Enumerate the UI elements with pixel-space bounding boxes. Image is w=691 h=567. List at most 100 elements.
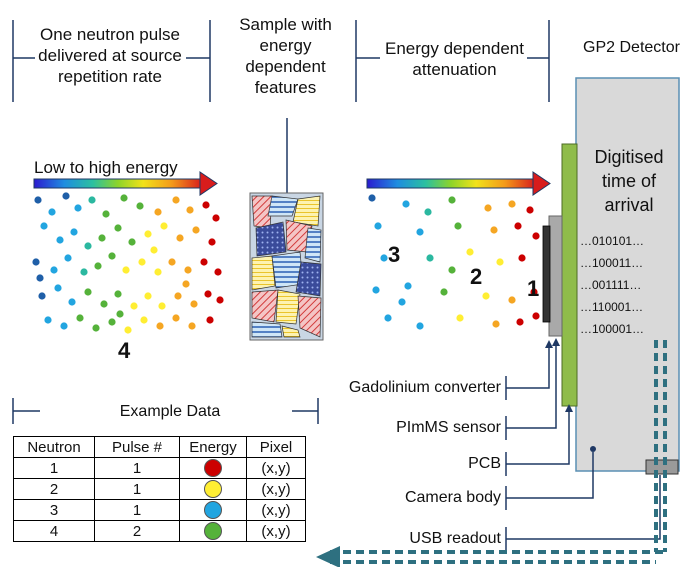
neutron-dot (184, 266, 192, 274)
energy-color-dot (204, 459, 222, 478)
col-neutron: Neutron (13, 436, 95, 458)
neutron-dot (108, 318, 116, 326)
neutron-dot (516, 318, 524, 326)
neutron-dot (492, 320, 500, 328)
component-leaders (505, 338, 661, 551)
neutron-dot (122, 266, 130, 274)
header-brackets (12, 20, 550, 193)
neutron-dot (54, 284, 62, 292)
neutron-dot (56, 236, 64, 244)
neutron-dot (144, 230, 152, 238)
neutron-dot (526, 206, 534, 214)
neutron-dot (34, 196, 42, 204)
cell-neutron: 1 (13, 457, 95, 479)
cell-energy (179, 520, 247, 542)
neutron-dot (214, 268, 222, 276)
neutron-dot (530, 288, 538, 296)
neutron-dot (84, 242, 92, 250)
neutron-dot (216, 296, 224, 304)
neutron-dot (92, 324, 100, 332)
neutron-dot (114, 290, 122, 298)
binary-code-line: …110001… (580, 300, 644, 314)
neutron-dot (60, 322, 68, 330)
binary-code-line: …010101… (580, 234, 645, 248)
col-energy: Energy (179, 436, 247, 458)
neutron-dot (150, 246, 158, 254)
energy-color-dot (204, 522, 222, 541)
neutron-dot (466, 248, 474, 256)
neutron-dot (168, 258, 176, 266)
data-arrowhead (316, 546, 340, 567)
neutron-dot (68, 298, 76, 306)
energy-color-dot (204, 480, 222, 499)
neutron-dot (448, 196, 456, 204)
neutron-dot (416, 322, 424, 330)
label-usb: USB readout (409, 530, 501, 547)
neutron-cloud-right (368, 194, 540, 330)
neutron-dot (496, 258, 504, 266)
neutron-dot (398, 298, 406, 306)
cell-pixel: (x,y) (246, 520, 306, 542)
neutron-dot (192, 226, 200, 234)
cell-pulse: 2 (94, 520, 180, 542)
neutron-dot (182, 280, 190, 288)
neutron-dot (424, 208, 432, 216)
cell-energy (179, 457, 247, 479)
neutron-dot (204, 290, 212, 298)
neutron-dot (130, 302, 138, 310)
neutron-dot (206, 316, 214, 324)
neutron-dot (102, 210, 110, 218)
detector-title: Digitised time of arrival (594, 147, 664, 215)
cell-pixel: (x,y) (246, 499, 306, 521)
cell-neutron: 3 (13, 499, 95, 521)
neutron-dot (174, 292, 182, 300)
label-plmms: PImMS sensor (396, 419, 501, 436)
col-pixel: Pixel (246, 436, 306, 458)
neutron-dot (448, 266, 456, 274)
neutron-dot (44, 316, 52, 324)
neutron-dot (70, 228, 78, 236)
neutron-dot (176, 234, 184, 242)
cell-pulse: 1 (94, 499, 180, 521)
cell-pulse: 1 (94, 457, 180, 479)
neutron-dot (48, 208, 56, 216)
header-sample: Sample with energy dependent features (239, 15, 332, 97)
neutron-dot (160, 222, 168, 230)
neutron-dot (100, 300, 108, 308)
neutron-dot (172, 196, 180, 204)
col-pulse: Pulse # (94, 436, 180, 458)
neutron-dot (108, 252, 116, 260)
data-dash-lines (330, 340, 667, 564)
neutron-dot (84, 288, 92, 296)
neutron-dot (156, 322, 164, 330)
binary-code-line: …100011… (580, 256, 644, 270)
neutron-dot (136, 202, 144, 210)
neutron-dot (518, 254, 526, 262)
cell-energy (179, 478, 247, 500)
neutron-dot (94, 262, 102, 270)
cell-neutron: 2 (13, 478, 95, 500)
neutron-dot (490, 226, 498, 234)
energy-arrow-left (33, 171, 218, 196)
neutron-dot (368, 194, 376, 202)
neutron-dot (40, 222, 48, 230)
neutron-dot (402, 200, 410, 208)
neutron-dot (404, 282, 412, 290)
neutron-number-2: 2 (470, 264, 483, 289)
example-bracket (12, 398, 319, 424)
neutron-dot (76, 314, 84, 322)
label-camera: Camera body (404, 489, 501, 506)
detector-stack (542, 77, 680, 475)
neutron-dot (88, 196, 96, 204)
energy-arrow-right (366, 171, 551, 196)
neutron-dot (190, 300, 198, 308)
neutron-dot (482, 292, 490, 300)
neutron-dot (114, 224, 122, 232)
neutron-dot (38, 292, 46, 300)
neutron-dot (508, 200, 516, 208)
energy-label: Low to high energy (34, 158, 178, 177)
neutron-dot (62, 192, 70, 200)
